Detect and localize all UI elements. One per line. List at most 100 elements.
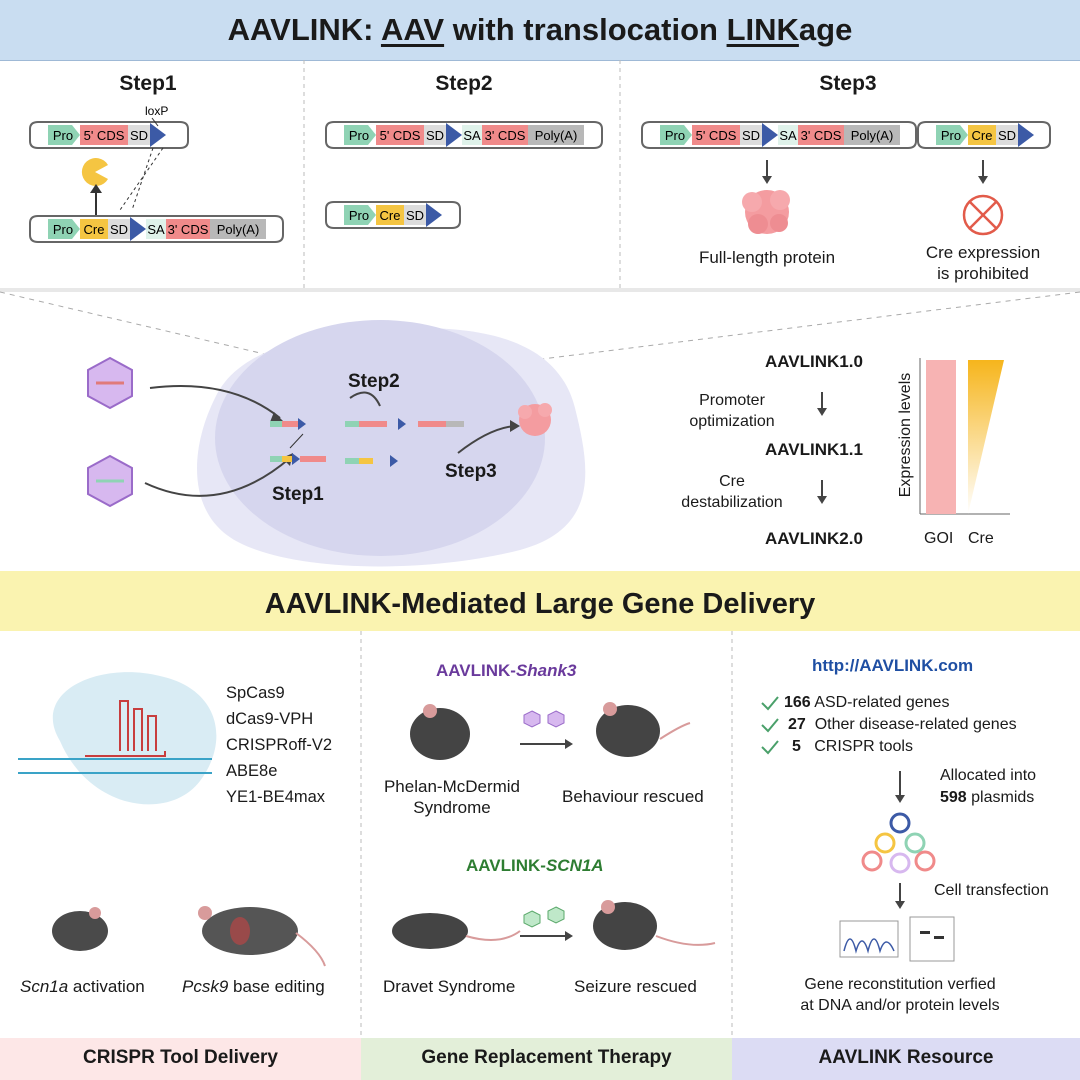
constructs-diagram: Pro 5' CDS SD loxP Pro Cre SD <box>29 60 1051 290</box>
aav-virus-icon <box>87 356 133 410</box>
pmd-label-line1: Phelan-McDermid <box>383 777 521 796</box>
full-length-protein-icon <box>742 190 790 234</box>
bottom-panels <box>0 631 1080 1080</box>
svg-text:SA: SA <box>463 128 481 143</box>
cds5-label: 5' CDS <box>84 128 125 143</box>
step1-construct-top: Pro 5' CDS SD loxP <box>29 104 189 149</box>
shank3-heading: AAVLINK-Shank3 <box>436 661 577 680</box>
step3-heading: Step3 <box>819 72 877 95</box>
svg-text:Pro: Pro <box>53 222 73 237</box>
mouse-pmd-icon <box>410 704 470 760</box>
mouse-scn1a-icon <box>52 907 108 951</box>
pcsk9-editing-label: Pcsk9 base editing <box>182 977 325 996</box>
crispr-tool-item: SpCas9 <box>226 684 285 702</box>
svg-text:3' CDS: 3' CDS <box>168 222 209 237</box>
svg-text:Poly(A): Poly(A) <box>217 222 260 237</box>
allocated-line1: Allocated into <box>940 767 1037 784</box>
loxp-triangle <box>150 123 166 147</box>
goi-bar <box>926 360 956 514</box>
crispr-tool-item: dCas9-VPH <box>226 710 314 728</box>
verified-line1: Gene reconstitution verfied <box>804 976 996 993</box>
gene-footer-bg <box>361 1038 732 1080</box>
svg-text:Pro: Pro <box>665 128 685 143</box>
main-title: AAVLINK: AAV with translocation LINKage <box>227 12 853 47</box>
svg-text:Pro: Pro <box>941 128 961 143</box>
step1-construct-bottom: Pro Cre SD SA 3' CDS Poly(A) <box>29 215 284 243</box>
verified-line2: at DNA and/or protein levels <box>800 997 1000 1014</box>
cre-enzyme-icon <box>81 158 108 186</box>
resource-item: 27 Other disease-related genes <box>788 716 1017 733</box>
aav-small-icons-green <box>523 906 565 928</box>
crispr-complex-icon <box>18 672 217 805</box>
version-aavlink11: AAVLINK1.1 <box>765 440 863 459</box>
svg-text:Cre: Cre <box>380 208 401 223</box>
promoter-opt-line1: Promoter <box>699 392 765 409</box>
dravet-label: Dravet Syndrome <box>383 977 516 996</box>
resource-item: 166 ASD-related genes <box>784 694 950 711</box>
mid-title-bar <box>0 571 1080 631</box>
svg-text:Poly(A): Poly(A) <box>535 128 578 143</box>
check-icon <box>761 696 779 711</box>
prohibited-icon <box>962 194 1004 236</box>
svg-text:SD: SD <box>998 128 1016 143</box>
version-aavlink20: AAVLINK2.0 <box>765 529 863 548</box>
svg-text:Pro: Pro <box>349 128 369 143</box>
promoter-opt-line2: optimization <box>689 413 775 430</box>
allocated-line2: 598 plasmids <box>940 789 1035 806</box>
resource-footer-label: AAVLINK Resource <box>818 1047 994 1068</box>
gene-footer-label: Gene Replacement Therapy <box>421 1047 672 1068</box>
full-length-protein-label: Full-length protein <box>698 248 836 267</box>
step2-construct-bottom: Pro Cre SD <box>325 201 461 229</box>
promoter-block <box>48 125 80 145</box>
crispr-tool-item: ABE8e <box>226 762 278 780</box>
pmd-label-line2: Syndrome <box>413 798 491 817</box>
svg-text:SD: SD <box>426 128 444 143</box>
protein-icon <box>518 403 552 436</box>
svg-text:SA: SA <box>147 222 165 237</box>
cell-transfection-label: Cell transfection <box>934 882 1049 899</box>
nucleus <box>215 320 545 556</box>
cds5-block <box>80 125 128 145</box>
mouse-dravet-icon <box>392 913 521 949</box>
svg-text:SD: SD <box>406 208 424 223</box>
scn1a-heading: AAVLINK-SCN1A <box>466 856 604 875</box>
step2-heading: Step2 <box>435 72 493 95</box>
svg-text:5' CDS: 5' CDS <box>696 128 737 143</box>
seizure-rescued-label: Seizure rescued <box>574 977 697 996</box>
svg-text:Cre: Cre <box>972 128 993 143</box>
scn1a-activation-label: Scn1a activation <box>20 977 145 996</box>
cell-step2-label: Step2 <box>348 371 400 392</box>
check-icon <box>761 718 779 733</box>
aav-virus-icon <box>87 454 133 508</box>
mouse-behaviour-icon <box>596 702 691 757</box>
loxp-label: loxP <box>145 104 168 118</box>
svg-text:SD: SD <box>742 128 760 143</box>
resource-url-link[interactable]: http://AAVLINK.com <box>812 656 974 675</box>
svg-text:Cre: Cre <box>84 222 105 237</box>
pro-label: Pro <box>53 128 73 143</box>
mouse-pcsk9-icon <box>198 906 326 967</box>
svg-text:SD: SD <box>110 222 128 237</box>
sd-block <box>128 125 150 145</box>
svg-text:Pro: Pro <box>349 208 369 223</box>
goi-label: GOI <box>924 530 954 547</box>
cre-prohibited-label-line1: Cre expression <box>925 243 1041 262</box>
cell-step3-label: Step3 <box>445 461 497 482</box>
expression-axis-label: Expression levels <box>897 372 914 498</box>
svg-text:5' CDS: 5' CDS <box>380 128 421 143</box>
cre-destab-line2: destabilization <box>681 494 783 511</box>
version-aavlink10: AAVLINK1.0 <box>765 352 863 371</box>
sd-label: SD <box>130 128 148 143</box>
chromatogram-icon <box>839 920 899 958</box>
mini-construct <box>270 418 464 467</box>
svg-text:SA: SA <box>779 128 797 143</box>
step2-construct-top: Pro 5' CDS SD SA 3' CDS Poly(A) <box>325 121 603 149</box>
step3-construct-right: Pro Cre SD <box>917 121 1051 149</box>
mid-title: AAVLINK-Mediated Large Gene Delivery <box>264 588 816 620</box>
cre-label: Cre <box>968 530 994 547</box>
svg-text:3' CDS: 3' CDS <box>801 128 842 143</box>
mouse-seizure-icon <box>593 900 716 950</box>
resource-footer-bg <box>732 1038 1080 1080</box>
step1-heading: Step1 <box>119 72 177 95</box>
